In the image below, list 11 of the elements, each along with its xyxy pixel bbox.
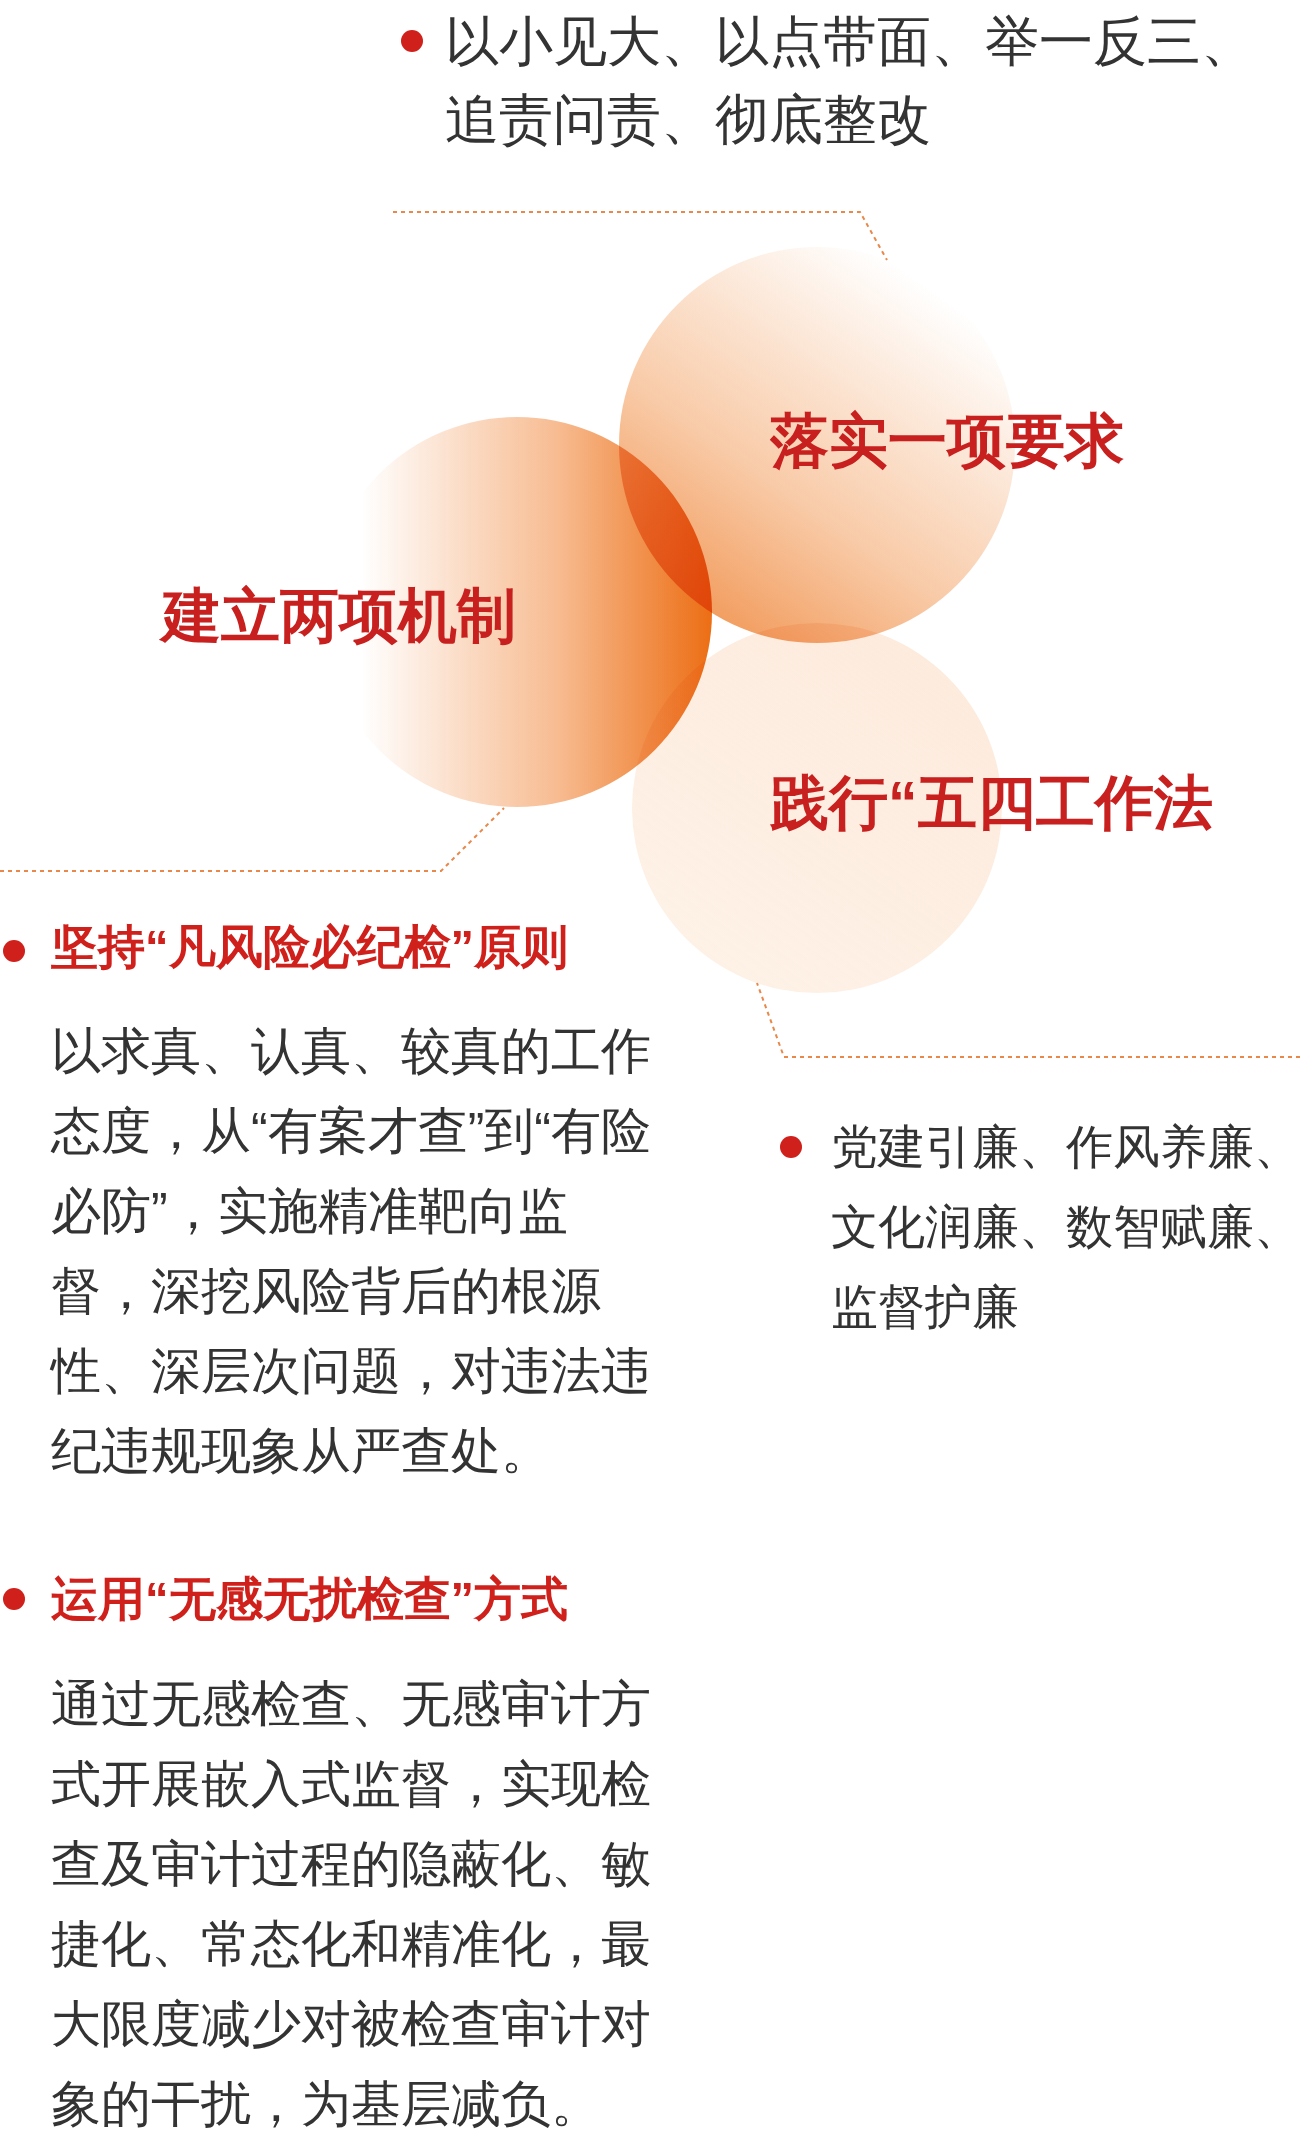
leader-line (0, 807, 505, 872)
section-heading: 坚持“凡风险必纪检”原则 (51, 919, 568, 975)
leader-line (756, 982, 1301, 1058)
circle-title: 践行“五四工作法 (770, 769, 1213, 838)
section-paragraph: 通过无感检查、无感审计方式开展嵌入式监督，实现检查及审计过程的隐蔽化、敏捷化、常态化和精准化，最大限度减少对被检查审计对象的干扰，为基层减负。 (51, 1675, 652, 2134)
leader-line (392, 211, 888, 261)
circle-title: 落实一项要求 (770, 407, 1124, 476)
bullet-text: 以小见大、以点带面、举一反三、追责问责、彻底整改 (445, 10, 1256, 151)
bullet-text: 党建引廉、作风养廉、文化润廉、数智赋廉、监督护廉 (831, 1119, 1302, 1335)
section-paragraph: 以求真、认真、较真的工作态度，从“有案才查”到“有险必防”，实施精准靶向监督，深挖风险背后的根源性、深层次问题，对违法违纪违规现象从严查处。 (51, 1022, 652, 1481)
section-heading: 运用“无感无扰检查”方式 (51, 1571, 568, 1627)
